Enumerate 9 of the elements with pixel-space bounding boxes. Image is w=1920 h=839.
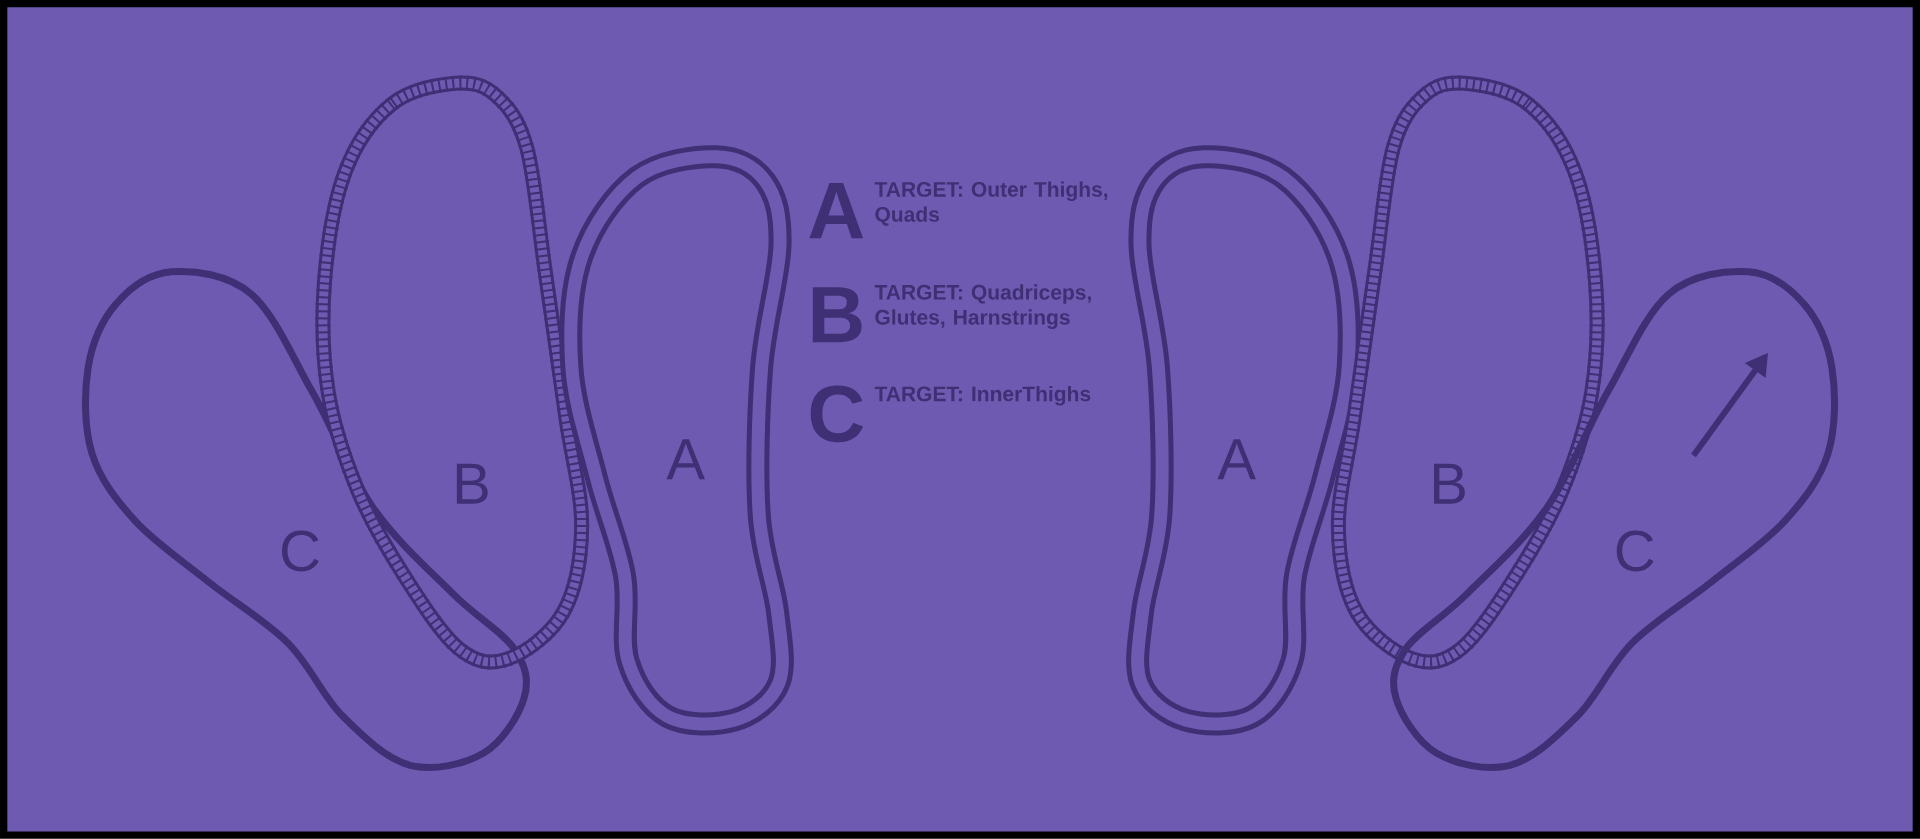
footprint-outline: A [559,145,794,736]
target-text: TARGET: Outer Thighs, Quads [874,181,1108,226]
target-text: TARGET: Quadriceps, Glutes, Harnstrings [874,284,1091,330]
key-letter: C [810,385,864,443]
key-letter: B [812,287,862,343]
footprint-outline: B [1330,75,1605,670]
target-text: TARGET: InnerThighs [874,386,1091,406]
key-letter: A [809,183,864,239]
footprint-outline: A [1126,145,1361,736]
